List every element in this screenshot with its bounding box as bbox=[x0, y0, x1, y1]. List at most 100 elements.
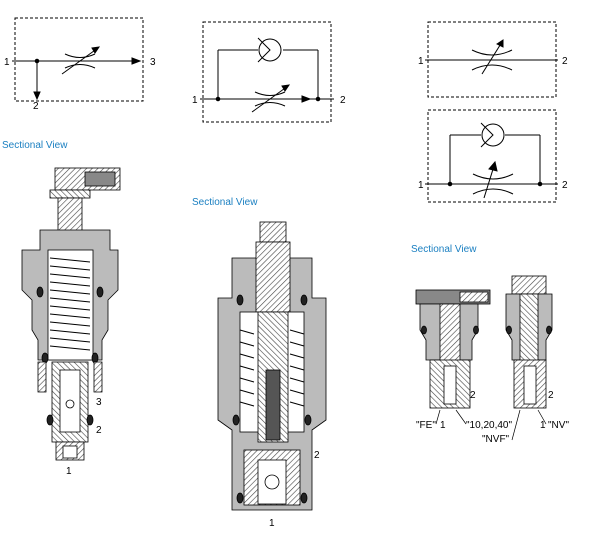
leader-nvf bbox=[511, 409, 521, 441]
schematic-b-frame bbox=[202, 21, 332, 123]
left-seal-2 bbox=[96, 286, 104, 298]
schematic-c bbox=[425, 21, 558, 98]
schematic-a-frame bbox=[14, 17, 144, 102]
schematic-d-orifice-bottom bbox=[472, 188, 514, 195]
schematic-b-adjust-arrow bbox=[281, 84, 291, 92]
middle-port-1: 1 bbox=[269, 518, 275, 529]
schematic-c-port-1: 1 bbox=[418, 56, 424, 67]
schematic-b-junction-right bbox=[315, 96, 321, 102]
left-seal-1 bbox=[36, 286, 44, 298]
right-variant-nvf: "NVF" bbox=[482, 434, 510, 445]
schematic-a bbox=[12, 17, 144, 102]
middle-seal-6 bbox=[300, 492, 308, 504]
right-b-bore bbox=[523, 365, 537, 405]
right-a-seal-1 bbox=[421, 325, 427, 335]
schematic-b-adjust-line bbox=[251, 85, 289, 113]
left-spring bbox=[49, 257, 91, 351]
schematic-a-port-2: 2 bbox=[33, 101, 39, 112]
right-cartridge-b bbox=[505, 275, 553, 409]
schematic-b-orifice-top bbox=[254, 91, 286, 96]
schematic-d-junction-right bbox=[537, 181, 543, 187]
left-seal-3 bbox=[41, 352, 49, 364]
schematic-c-port-2: 2 bbox=[562, 56, 568, 67]
right-b-cap bbox=[511, 275, 547, 295]
schematic-d-port-1: 1 bbox=[418, 180, 424, 191]
middle-seal-1 bbox=[236, 294, 244, 306]
right-variant-fe: "FE" bbox=[416, 420, 436, 431]
schematic-c-adjust-arrow bbox=[496, 39, 504, 48]
leader-nv bbox=[537, 409, 547, 425]
left-seal-4 bbox=[91, 352, 99, 364]
schematic-d-check-ball bbox=[481, 123, 505, 147]
right-b-port-2: 2 bbox=[548, 390, 554, 401]
middle-stem bbox=[255, 241, 291, 313]
schematic-b-orifice-bottom bbox=[254, 102, 286, 107]
middle-spring-right bbox=[289, 329, 305, 407]
leader-fe bbox=[435, 409, 441, 425]
schematic-d-orifice-top bbox=[472, 173, 514, 180]
right-a-port-1: 1 bbox=[440, 420, 446, 431]
schematic-b-check-ball bbox=[258, 38, 282, 62]
right-b-seal-2 bbox=[546, 325, 552, 335]
left-cartridge-section bbox=[21, 167, 121, 461]
schematic-d-check-seat bbox=[480, 122, 494, 148]
schematic-a-adjust-line bbox=[61, 47, 99, 75]
schematic-d-adjust-line bbox=[483, 165, 495, 199]
middle-spring-left bbox=[239, 329, 255, 407]
middle-port-2: 2 bbox=[314, 450, 320, 461]
middle-seal-2 bbox=[300, 294, 308, 306]
schematic-b-flow-arrow bbox=[301, 95, 312, 103]
schematic-a-adjust-arrow bbox=[91, 46, 101, 54]
middle-seal-3 bbox=[232, 414, 240, 426]
middle-cartridge-section bbox=[217, 221, 327, 511]
schematic-b-port-1: 1 bbox=[192, 95, 198, 106]
middle-seal-5 bbox=[236, 492, 244, 504]
left-seal-6 bbox=[86, 414, 94, 426]
schematic-c-orifice-bottom bbox=[471, 64, 513, 71]
leader-sizes bbox=[455, 409, 467, 425]
section-title-middle: Sectional View bbox=[192, 197, 258, 208]
right-a-bore bbox=[443, 365, 457, 405]
right-b-seal-1 bbox=[506, 325, 512, 335]
schematic-a-flow-arrow bbox=[131, 57, 142, 65]
left-nose-bore bbox=[62, 445, 78, 459]
schematic-a-port-3: 3 bbox=[150, 57, 156, 68]
left-threads bbox=[37, 361, 103, 393]
right-a-screw bbox=[459, 291, 489, 303]
left-port-2: 2 bbox=[96, 425, 102, 436]
middle-adjust-screw-top bbox=[259, 221, 287, 243]
middle-seal-4 bbox=[304, 414, 312, 426]
middle-needle bbox=[265, 369, 281, 441]
schematic-a-orifice-bottom bbox=[64, 64, 96, 69]
schematic-a-port-1: 1 bbox=[4, 57, 10, 68]
middle-port-hole bbox=[264, 474, 280, 490]
schematic-d-adjust-arrow bbox=[488, 160, 498, 172]
right-a-seal-2 bbox=[473, 325, 479, 335]
left-port-1: 1 bbox=[66, 466, 72, 477]
schematic-b-check-seat bbox=[257, 37, 271, 63]
left-seal-5 bbox=[46, 414, 54, 426]
right-b-port-1: 1 bbox=[540, 420, 546, 431]
right-variant-sizes: "10,20,40" bbox=[466, 420, 512, 431]
schematic-c-orifice-top bbox=[471, 49, 513, 56]
section-title-left: Sectional View bbox=[2, 140, 68, 151]
schematic-a-orifice-top bbox=[64, 53, 96, 58]
schematic-b bbox=[200, 21, 334, 123]
right-a-port-2: 2 bbox=[470, 390, 476, 401]
schematic-d bbox=[425, 109, 558, 203]
left-port-hole bbox=[65, 399, 75, 409]
schematic-a-junction bbox=[34, 58, 40, 64]
left-knob-grip bbox=[84, 171, 116, 187]
schematic-b-junction-left bbox=[215, 96, 221, 102]
right-cartridge-a bbox=[415, 289, 491, 409]
left-port-3: 3 bbox=[96, 397, 102, 408]
schematic-a-drain-arrow bbox=[33, 91, 41, 101]
right-variant-nv: "NV" bbox=[548, 420, 569, 431]
schematic-d-junction-left bbox=[447, 181, 453, 187]
schematic-d-port-2: 2 bbox=[562, 180, 568, 191]
left-knob-collar bbox=[49, 189, 91, 199]
schematic-c-adjust-line bbox=[481, 41, 503, 75]
section-title-right: Sectional View bbox=[411, 244, 477, 255]
